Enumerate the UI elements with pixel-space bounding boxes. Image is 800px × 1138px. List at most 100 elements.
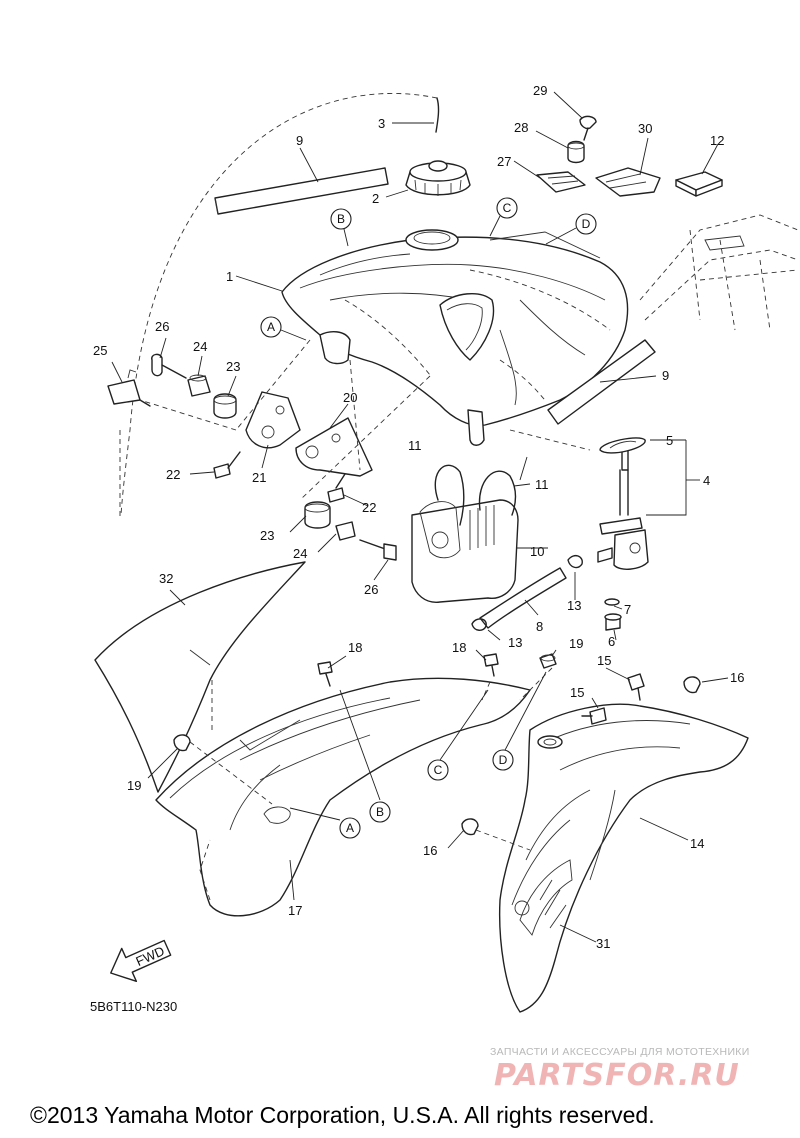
fwd-label: FWD <box>133 943 166 969</box>
damper-23-lower <box>304 501 331 529</box>
callout-19-right: 19 <box>569 636 583 651</box>
bolt-16-lower <box>461 818 479 836</box>
callout-24-lower: 24 <box>293 546 307 561</box>
clip-13-lower <box>471 618 487 631</box>
callout-19-left: 19 <box>127 778 141 793</box>
stay-21 <box>245 391 301 449</box>
emblem-31 <box>514 859 573 936</box>
callout-23-lower: 23 <box>260 528 274 543</box>
breather-hose-3 <box>120 93 438 516</box>
fuel-cap-2 <box>405 160 471 196</box>
callout-6: 6 <box>608 634 615 649</box>
ref-circle-a-top: A <box>260 316 282 338</box>
callout-22-right: 22 <box>362 500 376 515</box>
fwd-arrow-icon: FWD <box>110 939 172 983</box>
callout-9-upper: 9 <box>296 133 303 148</box>
callout-21: 21 <box>252 470 266 485</box>
callout-25: 25 <box>93 343 107 358</box>
callout-17: 17 <box>288 903 302 918</box>
side-cover-14 <box>498 703 749 1013</box>
bolt-22-left <box>213 451 241 479</box>
ref-circle-a-bottom: A <box>339 817 361 839</box>
bolt-22-right <box>327 473 346 503</box>
fuel-hose-8 <box>479 567 567 629</box>
callout-13-right: 13 <box>567 598 581 613</box>
ref-circle-c-bottom: C <box>427 759 449 781</box>
ref-circle-d-top: D <box>575 213 597 235</box>
callout-24-upper: 24 <box>193 339 207 354</box>
svg-text:D: D <box>499 753 508 767</box>
callout-23-upper: 23 <box>226 359 240 374</box>
callout-26-lower: 26 <box>364 582 378 597</box>
svg-text:C: C <box>434 763 443 777</box>
collar-24-upper <box>187 374 211 397</box>
diagram-code: 5B6T110-N230 <box>90 999 177 1014</box>
callout-5: 5 <box>666 433 673 448</box>
callout-29: 29 <box>533 83 547 98</box>
svg-text:B: B <box>337 212 345 226</box>
callout-30: 30 <box>638 121 652 136</box>
bolt-19-left <box>173 734 191 752</box>
washer-7 <box>604 598 620 606</box>
callout-13-left: 13 <box>508 635 522 650</box>
callout-2: 2 <box>372 191 379 206</box>
copyright-notice: ©2013 Yamaha Motor Corporation, U.S.A. A… <box>30 1102 655 1128</box>
svg-text:D: D <box>582 217 591 231</box>
damper-strip-9-upper <box>214 167 389 215</box>
callout-12: 12 <box>710 133 724 148</box>
callout-15-upper: 15 <box>597 653 611 668</box>
callout-16-upper: 16 <box>730 670 744 685</box>
graphic-32 <box>94 561 306 793</box>
clamp-27 <box>536 171 586 193</box>
canister-10 <box>411 499 519 603</box>
frame-section <box>639 214 799 331</box>
pad-12 <box>675 171 723 197</box>
ref-circle-c-top: C <box>496 197 518 219</box>
callout-20: 20 <box>343 390 357 405</box>
callout-7: 7 <box>624 602 631 617</box>
gasket-5 <box>599 437 646 454</box>
callout-15-lower: 15 <box>570 685 584 700</box>
clamp-25 <box>107 369 151 407</box>
callout-3: 3 <box>378 116 385 131</box>
strap-11-left <box>434 464 465 526</box>
callout-4: 4 <box>703 473 710 488</box>
damper-23-upper <box>213 393 237 419</box>
part-number-labels: 1 2 3 4 5 6 7 8 9 9 10 11 11 12 13 13 14… <box>93 83 744 951</box>
ref-circle-d-bottom: D <box>492 749 514 771</box>
callout-28: 28 <box>514 120 528 135</box>
callout-10: 10 <box>530 544 544 559</box>
bolt-29 <box>579 115 597 141</box>
callout-32: 32 <box>159 571 173 586</box>
svg-text:A: A <box>267 320 275 334</box>
bracket-30 <box>595 167 661 197</box>
bolt-19-right <box>539 653 557 669</box>
callout-1: 1 <box>226 269 233 284</box>
svg-text:A: A <box>346 821 354 835</box>
bolt-16-upper <box>683 676 701 694</box>
ref-circle-b-bottom: B <box>369 801 391 823</box>
bolt-26-lower <box>359 539 397 561</box>
callout-11-right: 11 <box>535 477 549 492</box>
watermark-brand: PARTSFOR.RU <box>494 1058 740 1093</box>
bolt-26-upper <box>151 353 187 379</box>
collar-24-lower <box>335 521 356 541</box>
screw-6 <box>604 613 622 631</box>
callout-26-upper: 26 <box>155 319 169 334</box>
callout-18-right: 18 <box>452 640 466 655</box>
ref-circle-b-top: B <box>330 208 352 230</box>
callout-8: 8 <box>536 619 543 634</box>
callout-16-lower: 16 <box>423 843 437 858</box>
callout-22-left: 22 <box>166 467 180 482</box>
watermark-caption: ЗАПЧАСТИ И АКСЕССУАРЫ ДЛЯ МОТОТЕХНИКИ <box>490 1046 750 1058</box>
bolt-15-lower <box>581 707 607 725</box>
svg-text:B: B <box>376 805 384 819</box>
fuel-cock-4 <box>597 449 649 570</box>
leader-lines <box>111 91 729 943</box>
clip-13-upper <box>567 554 583 569</box>
callout-27: 27 <box>497 154 511 169</box>
callout-14: 14 <box>690 836 704 851</box>
callout-31: 31 <box>596 936 610 951</box>
bolt-18-left <box>317 661 333 687</box>
